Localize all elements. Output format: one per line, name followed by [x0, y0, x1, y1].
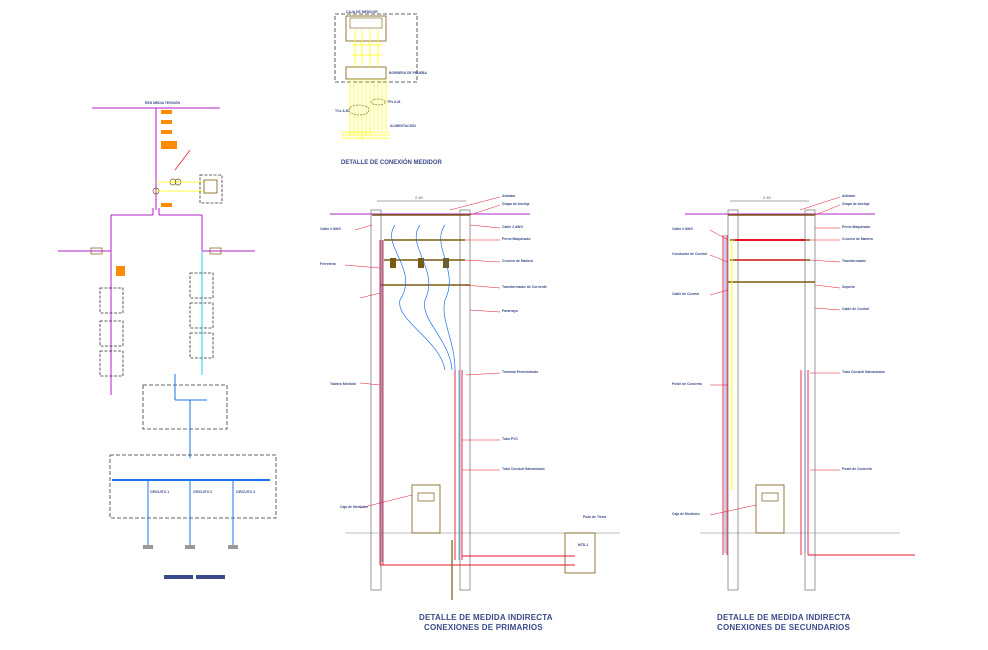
- primary-callout-4: Crucero de Madera: [502, 259, 533, 263]
- secondary-connections-detail: 2.40: [672, 194, 915, 632]
- primary-callout-lines: [344, 196, 501, 509]
- fuse-markers: [161, 110, 177, 207]
- secondary-callout-lines: [709, 196, 841, 516]
- secondary-callout-0: Aislador: [842, 194, 856, 198]
- meter-cabinet-secondary: [755, 484, 785, 534]
- meter-symbol: [203, 179, 218, 194]
- meter-detail-title: DETALLE DE CONEXIÓN MEDIDOR: [341, 158, 443, 166]
- circuit-2-label: CIRCUITO 2: [193, 490, 212, 494]
- secondary-callout-6: Cable de Control: [842, 307, 869, 311]
- load-symbols: [143, 545, 238, 549]
- primary-crossarms: [372, 214, 470, 286]
- primary-control-wires: [391, 224, 456, 371]
- meter-label-box: CAJA DE MEDIDOR: [346, 10, 378, 14]
- primary-poles: [370, 209, 471, 591]
- secondary-callout-4: Transformador: [842, 259, 867, 263]
- primary-dimension: 2.40: [415, 195, 424, 200]
- primary-ground-label: Pozo de Tierra: [583, 515, 606, 519]
- secondary-conduits: [722, 235, 915, 556]
- secondary-callout-3: Crucero de Madera: [842, 237, 873, 241]
- secondary-crossarms: [728, 214, 815, 283]
- meter-connection-detail: CAJA DE MEDIDOR BORNERA DE PRUEBA TCs A.…: [334, 10, 443, 166]
- primary-conduits: [379, 240, 575, 566]
- secondary-callout-5: Soporte: [842, 285, 855, 289]
- secondary-callout-8: Poste de Concreto: [842, 467, 872, 471]
- primary-callout-6: Pararrayo: [502, 309, 518, 313]
- secondary-left-1: Conductor de Control: [672, 252, 707, 256]
- primary-left-3: Caja de Medición: [340, 505, 368, 509]
- primary-callout-8: Tubo PVC: [502, 437, 518, 441]
- meter-label-test: BORNERA DE PRUEBA: [389, 71, 427, 75]
- left-equipment: [99, 272, 214, 377]
- meter-box: [345, 15, 387, 42]
- meter-wiring: [342, 30, 390, 140]
- secondary-callout-7: Tubo Conduit Galvanizado: [842, 370, 885, 374]
- single-line-diagram: RED MEDIA TENSIÓN: [58, 100, 277, 579]
- pt-group: [370, 98, 386, 106]
- primary-left-0: Cable 2 AWG: [320, 227, 341, 231]
- primary-callout-9: Tubo Conduit Galvanizado: [502, 467, 545, 471]
- primary-left-2: Tablero Medidor: [330, 382, 357, 386]
- circuit-1-label: CIRCUITO 1: [150, 490, 169, 494]
- primary-title-line2: CONEXIONES DE PRIMARIOS: [424, 623, 543, 632]
- primary-left-1: Ferretería: [320, 262, 336, 266]
- secondary-callout-2: Perno Maquinado: [842, 225, 870, 229]
- primary-callout-2: Cable 2 AWG: [502, 225, 523, 229]
- test-block: [345, 66, 387, 80]
- secondary-left-4: Caja de Medición: [672, 512, 700, 516]
- primary-callout-5: Transformador de Corriente: [502, 285, 547, 289]
- handhole-mtd: [564, 532, 596, 574]
- meter-label-tp: TPs A.M.: [387, 100, 401, 104]
- secondary-callout-1: Grapa de Anclaje: [842, 202, 870, 206]
- meter-cabinet-primary: [411, 484, 441, 534]
- meter-label-tc: TCs A.M.: [335, 109, 349, 113]
- protection-panel: [142, 384, 228, 430]
- mv-bus-label: RED MEDIA TENSIÓN: [145, 100, 180, 105]
- primary-callout-1: Grapa de Anclaje: [502, 202, 530, 206]
- meter-display: [349, 17, 383, 29]
- secondary-left-3: Poste de Concreto: [672, 382, 702, 386]
- distribution-board: [109, 454, 277, 519]
- primary-title-line1: DETALLE DE MEDIDA INDIRECTA: [419, 613, 553, 622]
- secondary-left-2: Cable de Control: [672, 292, 699, 296]
- secondary-title-line2: CONEXIONES DE SECUNDARIOS: [717, 623, 850, 632]
- primary-callout-7: Terminal Premoldeado: [502, 370, 538, 374]
- primary-callout-0: Aislador: [502, 194, 516, 198]
- ct-group: [348, 104, 370, 116]
- arrester-marker: [116, 266, 125, 276]
- primary-callout-3: Perno Maquinado: [502, 237, 530, 241]
- circuit-3-label: CIRCUITO 3: [236, 490, 255, 494]
- meter-label-feed: ALIMENTACIÓN: [390, 123, 416, 128]
- meter-enclosure: [334, 13, 418, 83]
- primary-connections-detail: 2.40 MTD-1: [320, 194, 620, 632]
- secondary-title-line1: DETALLE DE MEDIDA INDIRECTA: [717, 613, 851, 622]
- secondary-dimension: 2.40: [763, 195, 772, 200]
- secondary-left-0: Cable 2 AWG: [672, 227, 693, 231]
- mtd-label: MTD-1: [578, 543, 588, 547]
- meter-cabinet: [199, 174, 223, 204]
